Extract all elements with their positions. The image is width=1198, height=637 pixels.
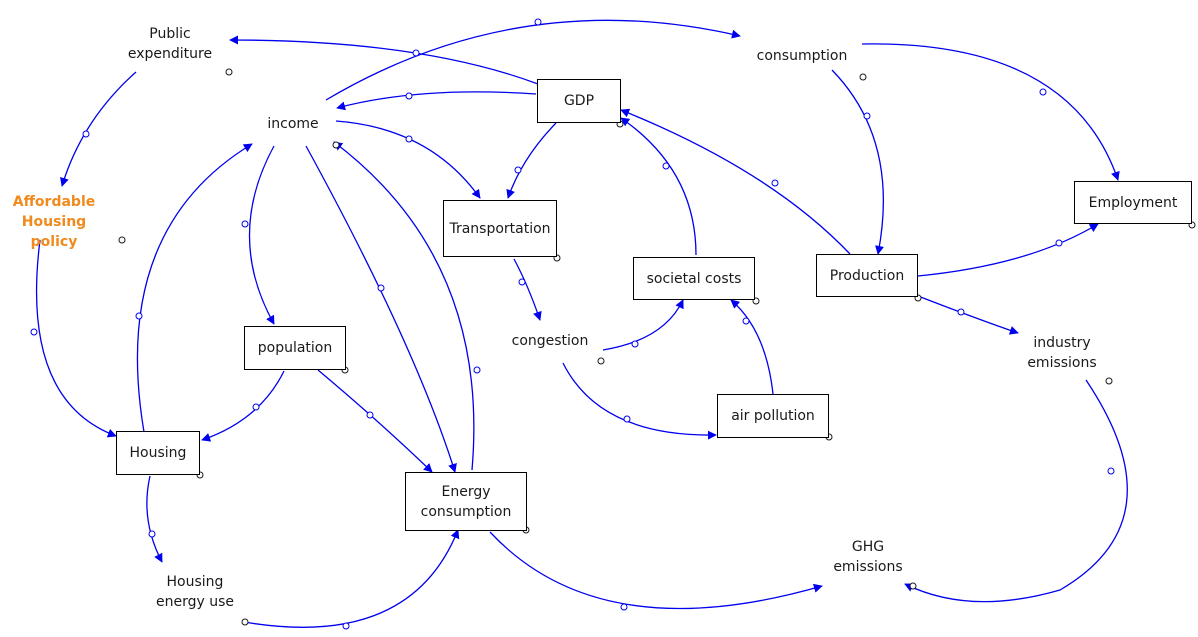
node-label: consumption bbox=[756, 48, 848, 64]
node-energy-consumption[interactable]: Energy consumption bbox=[405, 472, 527, 531]
link-handle bbox=[30, 328, 38, 336]
link-income-population bbox=[248, 145, 275, 325]
link-handle bbox=[405, 135, 413, 143]
link-handle bbox=[514, 166, 522, 174]
node-label: Public expenditure bbox=[127, 26, 213, 62]
node-production[interactable]: Production bbox=[816, 254, 918, 297]
link-handle bbox=[863, 112, 871, 120]
link-energy-consumption-ghg bbox=[489, 531, 823, 610]
link-population-housing bbox=[201, 370, 285, 442]
link-gdp-public-expenditure bbox=[229, 35, 539, 85]
link-production-employment bbox=[917, 223, 1099, 277]
link-handle bbox=[342, 622, 350, 630]
link-income-energy-consumption bbox=[305, 145, 457, 473]
polarity-marker bbox=[909, 582, 917, 590]
node-housing[interactable]: Housing bbox=[116, 431, 200, 475]
link-handle bbox=[252, 403, 260, 411]
link-transportation-congestion bbox=[513, 258, 542, 321]
polarity-marker bbox=[597, 357, 605, 365]
link-industry-emissions-ghg bbox=[904, 379, 1128, 603]
node-label: Housing bbox=[129, 445, 187, 461]
link-handle bbox=[405, 92, 413, 100]
link-handle bbox=[631, 340, 639, 348]
node-public-expenditure[interactable]: Public expenditure bbox=[118, 24, 222, 64]
node-label: income bbox=[267, 116, 319, 132]
link-production-industry-emissions bbox=[917, 295, 1019, 335]
link-public-expenditure-affordable-housing bbox=[60, 71, 137, 187]
link-handle bbox=[771, 179, 779, 187]
link-consumption-production bbox=[831, 69, 884, 255]
node-label: Production bbox=[829, 267, 905, 284]
polarity-marker bbox=[225, 68, 233, 76]
link-handle bbox=[473, 366, 481, 374]
link-handle bbox=[412, 49, 420, 57]
node-label: air pollution bbox=[731, 408, 815, 424]
link-housing-energy-use-energy-consumption bbox=[243, 529, 460, 628]
node-label: population bbox=[257, 340, 333, 356]
node-transportation[interactable]: Transportation bbox=[443, 200, 557, 257]
link-handle bbox=[1107, 467, 1115, 475]
link-societal-costs-gdp bbox=[620, 117, 697, 256]
node-employment[interactable]: Employment bbox=[1074, 181, 1192, 224]
link-consumption-employment bbox=[861, 43, 1120, 181]
polarity-marker bbox=[118, 236, 126, 244]
link-handle bbox=[82, 130, 90, 138]
node-industry-emissions[interactable]: industry emissions bbox=[1012, 333, 1112, 373]
link-gdp-transportation bbox=[506, 122, 557, 199]
polarity-marker bbox=[1105, 377, 1113, 385]
node-label: Energy consumption bbox=[420, 483, 512, 520]
link-gdp-income bbox=[336, 91, 537, 111]
node-label: GDP bbox=[563, 93, 595, 109]
node-label: congestion bbox=[511, 333, 589, 349]
link-handle bbox=[662, 162, 670, 170]
link-handle bbox=[623, 415, 631, 423]
polarity-marker bbox=[241, 618, 249, 626]
node-label: industry emissions bbox=[1027, 335, 1097, 371]
node-label: GHG emissions bbox=[833, 539, 903, 575]
link-population-energy-consumption bbox=[317, 369, 433, 473]
link-housing-income bbox=[136, 143, 253, 433]
link-air-pollution-societal-costs bbox=[730, 299, 774, 395]
link-handle bbox=[742, 317, 750, 325]
polarity-marker bbox=[859, 73, 867, 81]
node-label: societal costs bbox=[646, 270, 742, 287]
link-handle bbox=[148, 530, 156, 538]
link-income-consumption bbox=[325, 19, 741, 101]
link-handle bbox=[377, 284, 385, 292]
polarity-marker bbox=[332, 141, 340, 149]
link-housing-housing-energy-use bbox=[146, 475, 163, 563]
link-handle bbox=[241, 220, 249, 228]
link-handle bbox=[518, 278, 526, 286]
link-handle bbox=[957, 308, 965, 316]
link-handle bbox=[366, 411, 374, 419]
link-income-transportation bbox=[335, 120, 481, 199]
node-air-pollution[interactable]: air pollution bbox=[717, 394, 829, 438]
node-label: Transportation bbox=[449, 220, 551, 237]
link-congestion-societal-costs bbox=[602, 299, 684, 351]
link-handle bbox=[534, 18, 542, 26]
link-energy-consumption-income bbox=[333, 141, 475, 471]
node-label: Affordable Housing policy bbox=[12, 194, 96, 250]
node-income[interactable]: income bbox=[252, 114, 334, 134]
link-congestion-air-pollution bbox=[562, 362, 717, 440]
node-consumption[interactable]: consumption bbox=[740, 46, 864, 66]
node-label: Employment bbox=[1088, 194, 1178, 211]
node-population[interactable]: population bbox=[244, 326, 346, 370]
node-congestion[interactable]: congestion bbox=[500, 331, 600, 351]
link-affordable-housing-housing bbox=[35, 239, 117, 438]
link-handle bbox=[1039, 88, 1047, 96]
node-gdp[interactable]: GDP bbox=[537, 79, 621, 123]
node-label: Housing energy use bbox=[155, 574, 234, 610]
link-handle bbox=[1055, 239, 1063, 247]
link-production-gdp bbox=[620, 108, 851, 255]
link-handle bbox=[135, 312, 143, 320]
node-affordable-housing-policy[interactable]: Affordable Housing policy bbox=[0, 192, 108, 252]
node-housing-energy-use[interactable]: Housing energy use bbox=[142, 572, 248, 612]
link-handle bbox=[620, 603, 628, 611]
node-societal-costs[interactable]: societal costs bbox=[633, 257, 755, 300]
node-ghg-emissions[interactable]: GHG emissions bbox=[820, 537, 916, 577]
